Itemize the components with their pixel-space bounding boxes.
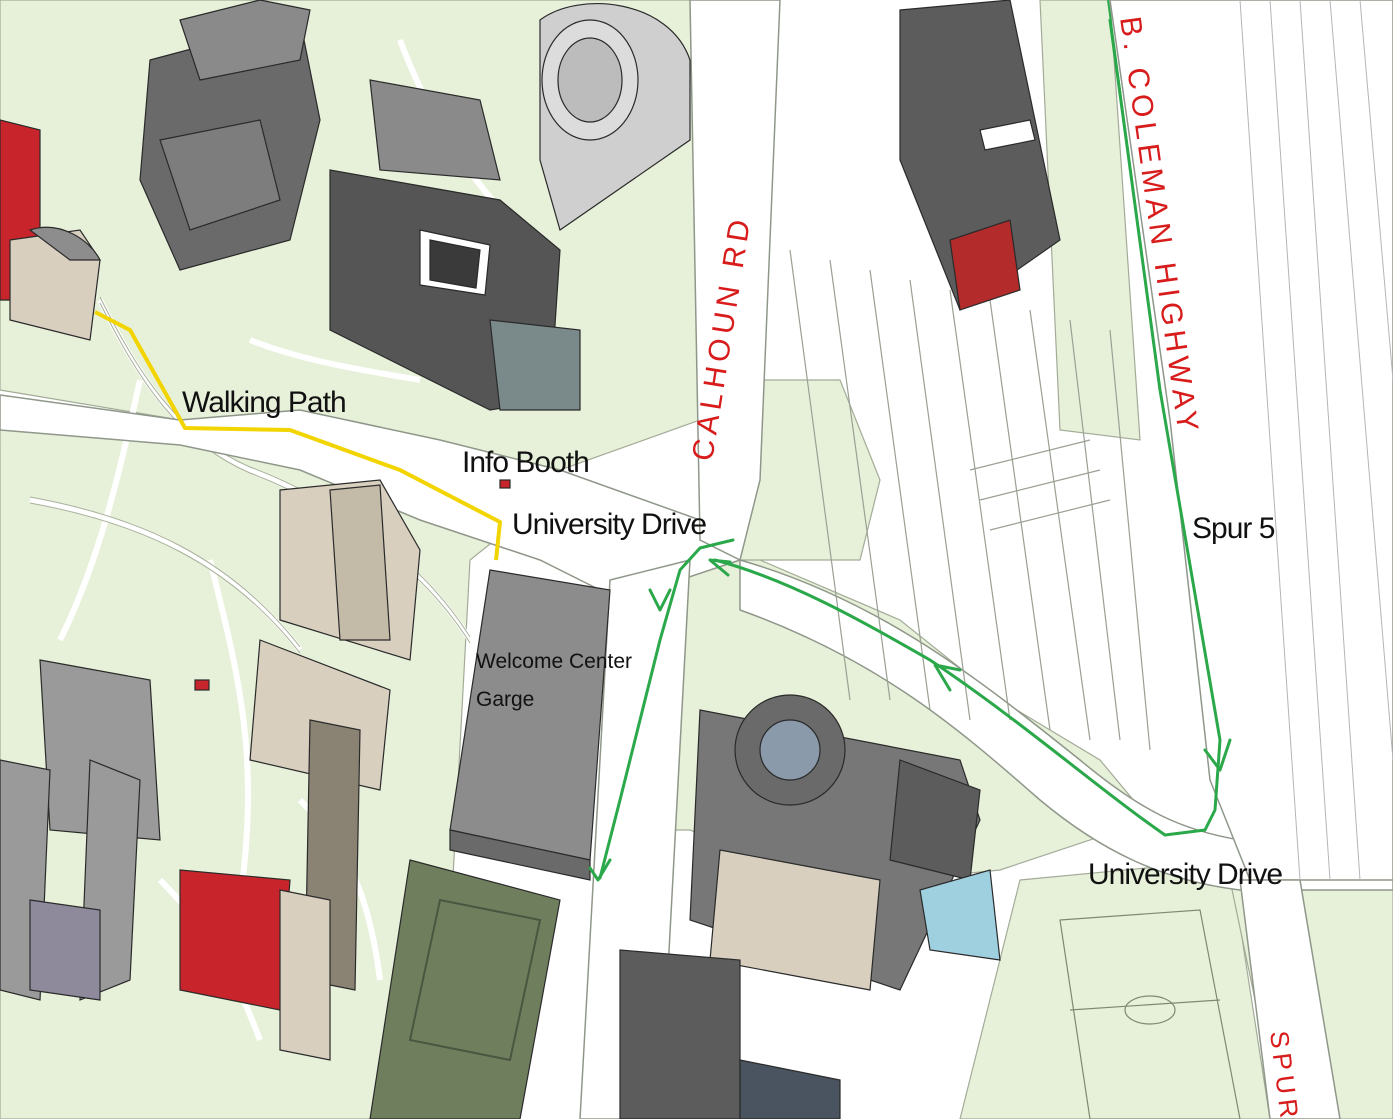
university-drive-label-top: University Drive <box>512 508 706 541</box>
spur5-guide-line <box>1107 0 1161 391</box>
walking-path-label: Walking Path <box>182 386 346 419</box>
building-welcome-center-garage <box>449 569 611 861</box>
building-red-south <box>179 869 291 1011</box>
walking-path-line <box>94 310 502 561</box>
university-drive-label-bottom: University Drive <box>1088 858 1282 891</box>
soccer-field <box>1059 909 1241 1119</box>
building-green-roof <box>369 859 561 1119</box>
parking-lot <box>789 249 1151 751</box>
welcome-center-label-line1: Welcome Center <box>476 650 632 673</box>
info-booth-marker <box>499 479 511 489</box>
highway-lanes <box>1239 0 1393 881</box>
info-booth-label: Info Booth <box>462 446 589 479</box>
welcome-center-label-line2: Garge <box>476 688 534 711</box>
spur5-label: Spur 5 <box>1192 512 1275 545</box>
building-south-center <box>619 949 741 1119</box>
buildings <box>0 0 1241 1119</box>
